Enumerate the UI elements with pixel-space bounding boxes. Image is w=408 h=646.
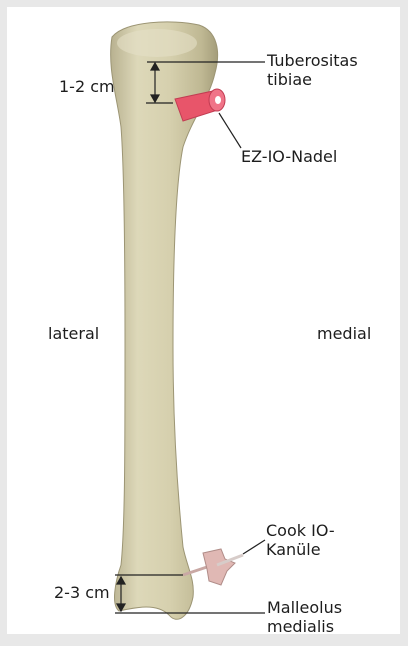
- ez-io-leader: [219, 113, 241, 148]
- label-medial: medial: [317, 324, 371, 343]
- label-lateral: lateral: [48, 324, 99, 343]
- label-cook-io-kanuele: Cook IO-Kanüle: [266, 521, 346, 559]
- cook-leader: [243, 540, 265, 554]
- label-distance-bottom: 2-3 cm: [54, 583, 110, 602]
- tibia-head-highlight: [117, 29, 197, 57]
- label-ez-io-nadel: EZ-IO-Nadel: [241, 147, 337, 166]
- label-tuberositas-tibiae: Tuberositas tibiae: [267, 51, 359, 89]
- label-malleolus-medialis: Malleolus medialis: [267, 598, 359, 636]
- diagram-canvas: Tuberositas tibiae 1-2 cm EZ-IO-Nadel la…: [7, 7, 400, 634]
- label-distance-top: 1-2 cm: [59, 77, 115, 96]
